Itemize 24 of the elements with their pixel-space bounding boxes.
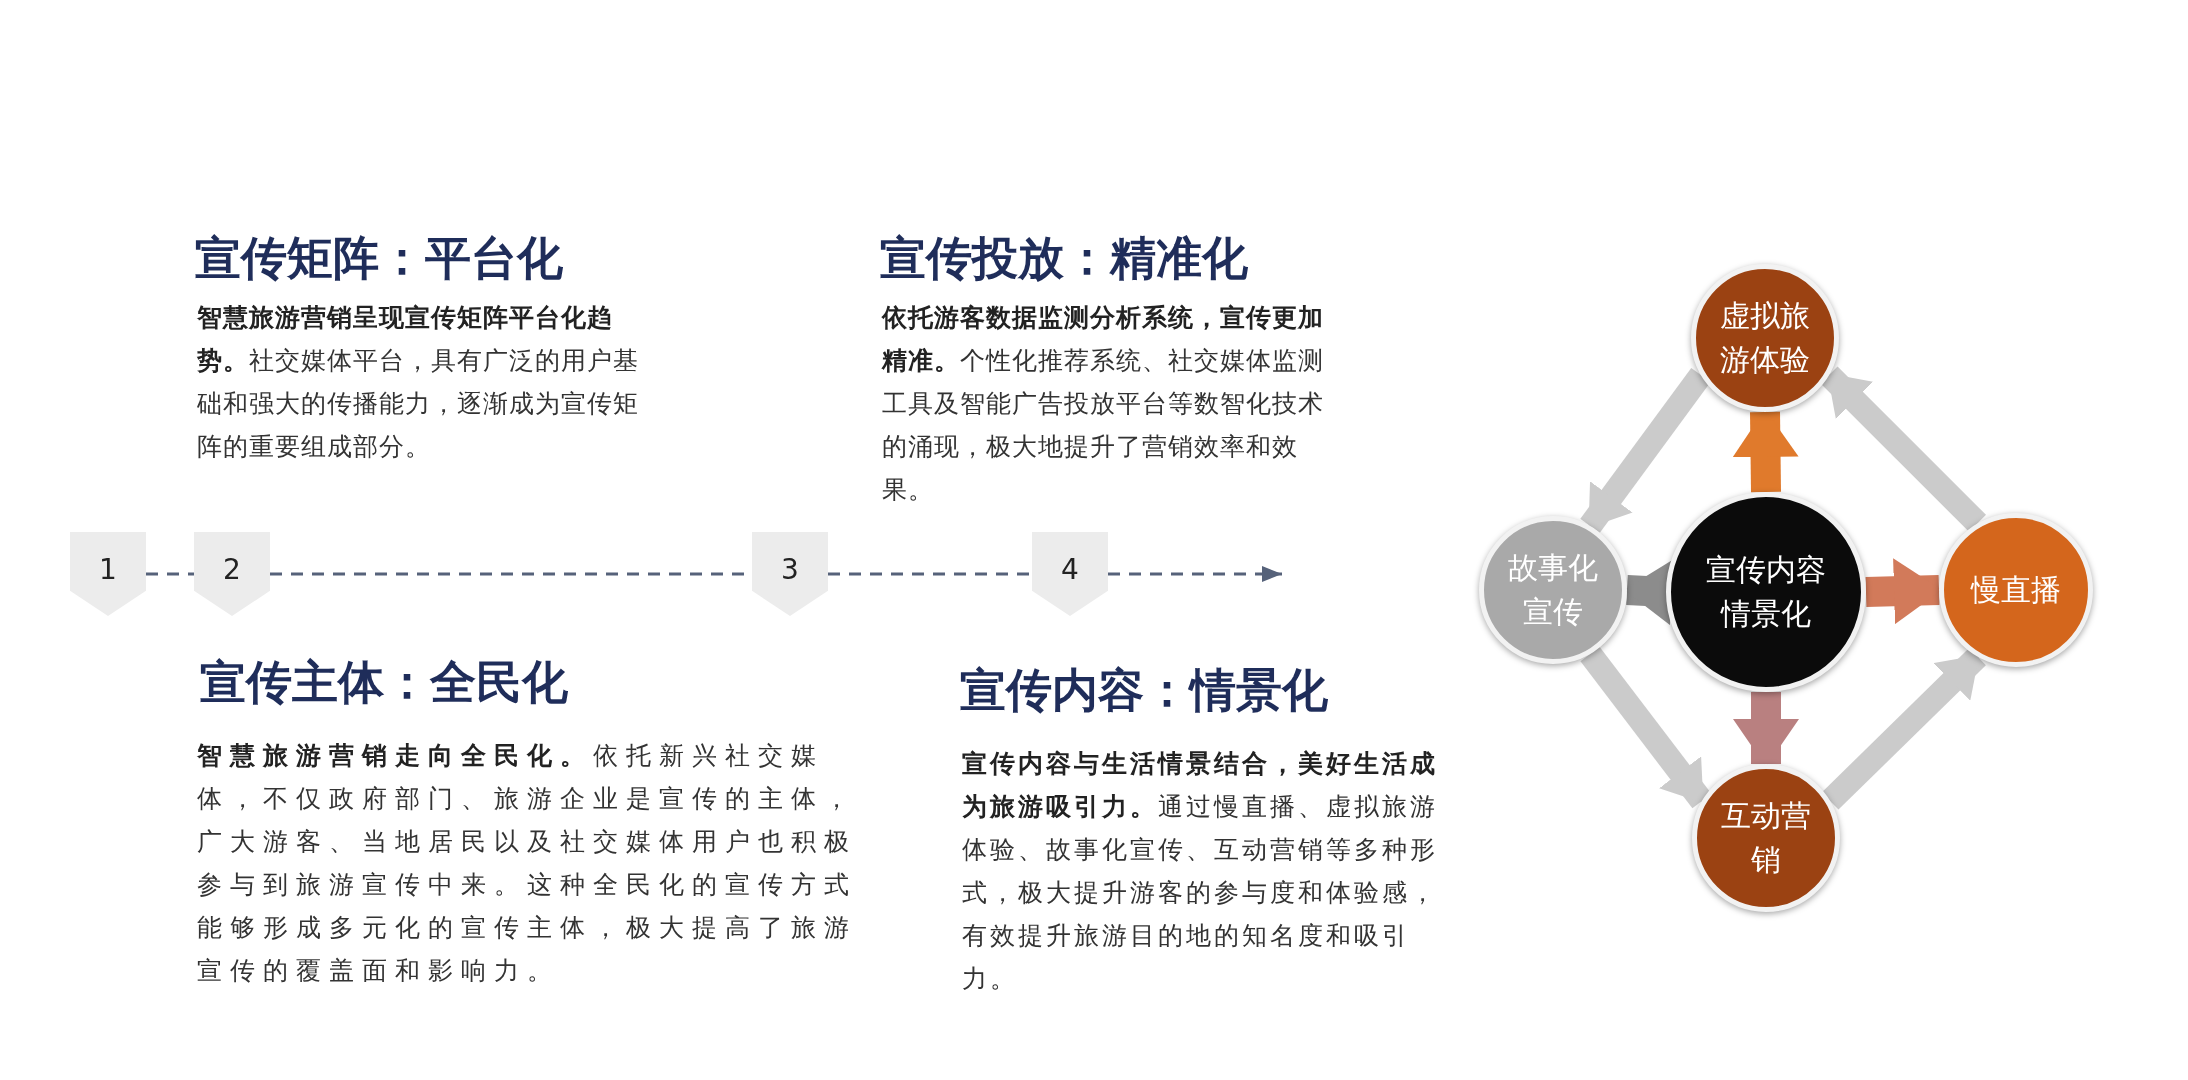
arrow: [1820, 366, 1986, 532]
step-tab: 3: [752, 532, 828, 616]
circle-node: 互动营销: [1692, 764, 1840, 912]
circle-node: 宣传内容情景化: [1666, 492, 1866, 692]
timeline-line: [1108, 566, 1282, 582]
circle-node: 故事化宣传: [1479, 516, 1627, 664]
circle-node: 虚拟旅游体验: [1691, 264, 1839, 412]
step-tab: 1: [70, 532, 146, 616]
arrow: [1733, 692, 1799, 767]
paragraph: 智慧旅游营销呈现宣传矩阵平台化趋势。社交媒体平台，具有广泛的用户基础和强大的传播能力，逐渐成为宣传矩阵的重要组成部分。: [197, 302, 640, 463]
timeline-line: [146, 572, 194, 576]
step-tab: 4: [1032, 532, 1108, 616]
arrow: [1821, 648, 1986, 810]
section-heading: 宣传内容：情景化: [960, 662, 1328, 719]
timeline-line: [828, 572, 1032, 576]
paragraph: 智慧旅游营销走向全民化。依托新兴社交媒体，不仅政府部门、旅游企业是宣传的主体，广大游客、当地居民以及社交媒体用户也积极参与到旅游宣传中来。这种全民化的宣传方式能够形成多元化的宣传主体，极大提高了旅游宣传的覆盖面和影响力。: [197, 740, 858, 987]
section-heading: 宣传投放：精准化: [880, 230, 1248, 287]
arrow: [1865, 558, 1942, 625]
circle-node: 慢直播: [1939, 513, 2093, 667]
section-heading: 宣传矩阵：平台化: [195, 230, 563, 287]
paragraph: 依托游客数据监测分析系统，宣传更加精准。个性化推荐系统、社交媒体监测工具及智能广告投放平台等数智化技术的涌现，极大地提升了营销效率和效果。: [882, 302, 1325, 506]
paragraph: 宣传内容与生活情景结合，美好生活成为旅游吸引力。通过慢直播、虚拟旅游体验、故事化宣传、互动营销等多种形式，极大提升游客的参与度和体验感，有效提升旅游目的地的知名度和吸引力。: [962, 748, 1439, 995]
section-heading: 宣传主体：全民化: [200, 654, 568, 711]
step-tab: 2: [194, 532, 270, 616]
